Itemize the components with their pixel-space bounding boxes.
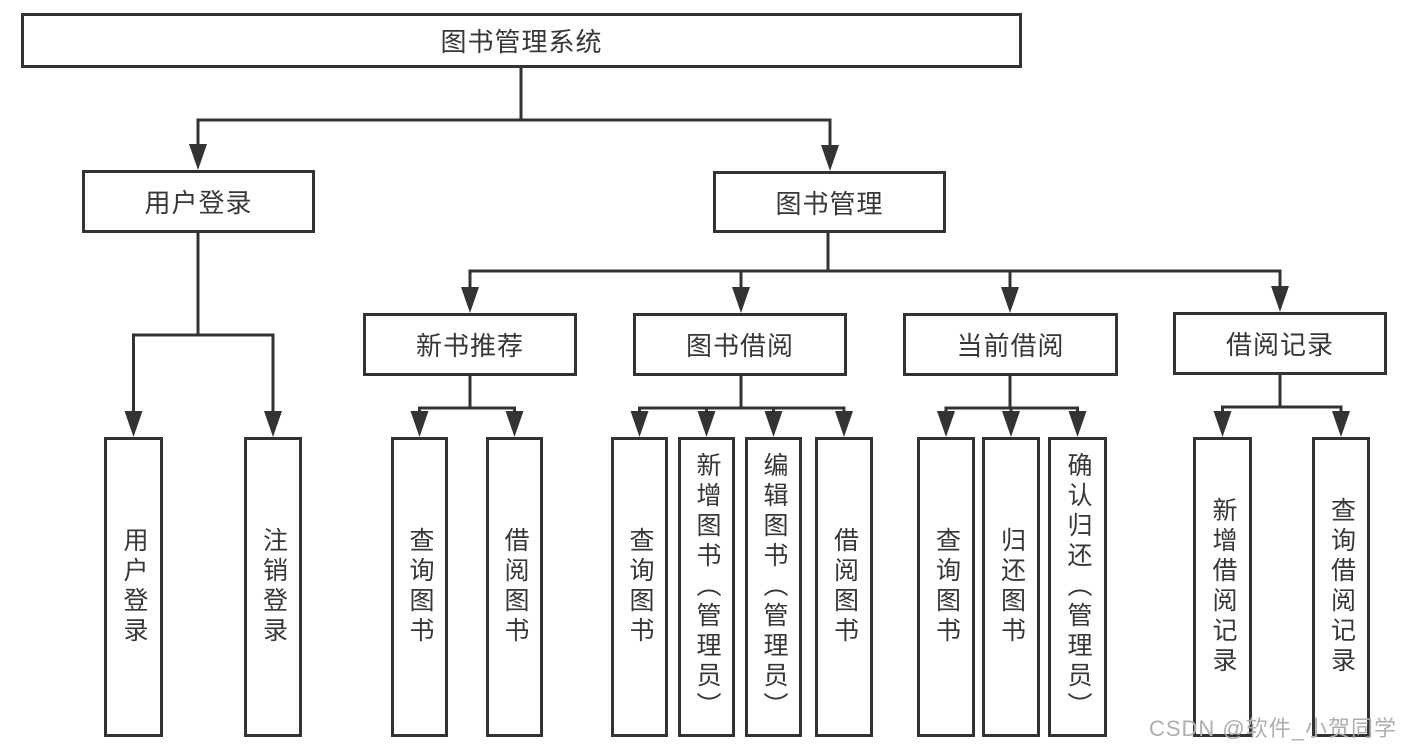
leaf-edit-book-admin-label: 编辑图书（管理员） <box>760 452 788 722</box>
leaf-query-book-current: 查询图书 <box>917 437 975 737</box>
node-book-borrow-label: 图书借阅 <box>685 331 794 361</box>
leaf-query-book-current-label: 查询图书 <box>932 527 961 647</box>
leaf-return-book-label: 归还图书 <box>997 527 1026 647</box>
csdn-watermark: CSDN @软件_小贺同学 <box>1148 716 1397 741</box>
leaf-logout-label: 注销登录 <box>259 527 288 647</box>
node-book-management-label: 图书管理 <box>775 188 884 219</box>
leaf-borrow-book-recommend-label: 借阅图书 <box>501 527 529 647</box>
leaf-borrow-book-label: 借阅图书 <box>830 527 859 647</box>
node-user-login: 用户登录 <box>82 170 315 233</box>
node-book-borrow: 图书借阅 <box>633 313 847 376</box>
leaf-add-book-admin-label: 新增图书（管理员） <box>693 452 721 722</box>
leaf-add-borrow-record-label: 新增借阅记录 <box>1209 497 1237 677</box>
leaf-user-login-label: 用户登录 <box>120 527 148 647</box>
leaf-query-book-borrow-label: 查询图书 <box>626 527 654 647</box>
node-borrow-records-label: 借阅记录 <box>1225 330 1334 360</box>
leaf-borrow-book-recommend: 借阅图书 <box>486 437 543 737</box>
leaf-user-login: 用户登录 <box>104 437 163 737</box>
node-new-book-recommend-label: 新书推荐 <box>415 331 524 361</box>
leaf-edit-book-admin: 编辑图书（管理员） <box>745 437 802 737</box>
leaf-query-borrow-record-label: 查询借阅记录 <box>1327 497 1356 677</box>
node-borrow-records: 借阅记录 <box>1173 312 1387 375</box>
leaf-add-book-admin: 新增图书（管理员） <box>678 437 735 737</box>
leaf-query-book-recommend-label: 查询图书 <box>406 527 434 647</box>
leaf-logout: 注销登录 <box>244 437 302 737</box>
leaf-confirm-return-admin-label: 确认归还（管理员） <box>1064 452 1092 722</box>
node-new-book-recommend: 新书推荐 <box>363 313 577 376</box>
leaf-borrow-book: 借阅图书 <box>815 437 873 737</box>
node-current-borrow: 当前借阅 <box>903 313 1118 376</box>
leaf-return-book: 归还图书 <box>982 437 1040 737</box>
node-book-management: 图书管理 <box>713 171 946 233</box>
node-current-borrow-label: 当前借阅 <box>956 331 1065 361</box>
node-root-label: 图书管理系统 <box>440 27 603 57</box>
leaf-query-book-recommend: 查询图书 <box>391 437 448 737</box>
node-user-login-label: 用户登录 <box>144 188 253 218</box>
leaf-query-borrow-record: 查询借阅记录 <box>1312 437 1370 737</box>
leaf-query-book-borrow: 查询图书 <box>611 437 668 737</box>
node-root: 图书管理系统 <box>21 13 1022 68</box>
leaf-confirm-return-admin: 确认归还（管理员） <box>1048 437 1107 737</box>
leaf-add-borrow-record: 新增借阅记录 <box>1193 437 1252 737</box>
